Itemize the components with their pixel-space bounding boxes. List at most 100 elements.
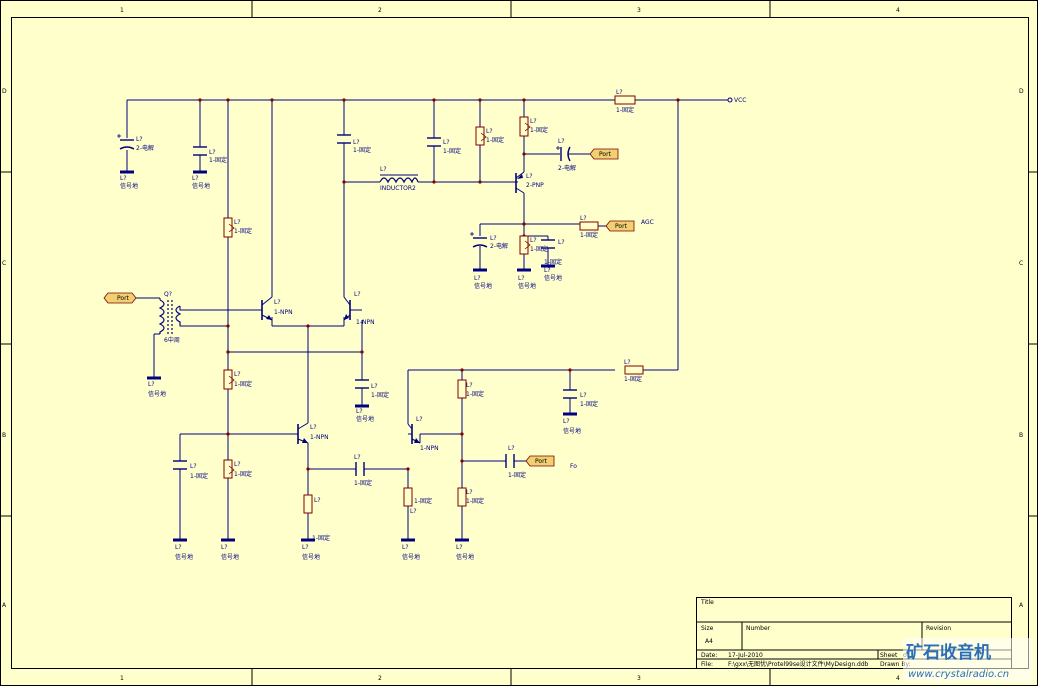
label-g3-ref: L?: [474, 275, 481, 282]
title-block-text: Title Size A4 Number Revision Date: 17-J…: [700, 599, 951, 668]
label-r10-ref: L?: [410, 508, 417, 515]
label-r8-ref: L?: [234, 461, 241, 468]
label-g3-val: 信号地: [474, 282, 492, 290]
label-g10-val: 信号地: [221, 553, 239, 561]
label-g11-ref: L?: [302, 544, 309, 551]
label-c11-val: 1-固定: [508, 471, 526, 479]
resistor-bias-top: [223, 217, 233, 238]
vcc-terminal-icon: [727, 97, 733, 103]
wires: [126, 99, 728, 540]
label-r4-val: 1-固定: [580, 231, 598, 239]
label-g4-ref: L?: [518, 275, 525, 282]
resistor-q3-emitter: [303, 494, 313, 514]
label-r12-val: 1-固定: [466, 497, 484, 505]
tb-title-label: Title: [700, 599, 714, 606]
label-r3-val: 1-固定: [616, 106, 634, 114]
resistor-pnp-collector: [519, 235, 529, 255]
label-c5-val: 2-电解: [558, 164, 576, 172]
watermark-url: www.crystalradio.cn: [908, 669, 1009, 680]
label-r1-val: 1-固定: [486, 136, 504, 144]
agc-label: AGC: [641, 219, 654, 226]
label-g9-ref: L?: [175, 544, 182, 551]
resistor-vcc-feed: [614, 95, 636, 105]
label-r1-ref: L?: [486, 128, 493, 135]
zone-col-4-bottom: 4: [896, 675, 900, 682]
label-g6-val: 信号地: [148, 390, 166, 398]
zone-row-d-left: D: [2, 88, 7, 95]
label-r11-ref: L?: [466, 382, 473, 389]
label-g5-val: 信号地: [544, 274, 562, 282]
label-g7-val: 信号地: [356, 415, 374, 423]
zone-col-4-top: 4: [896, 7, 900, 14]
label-q4-ref: L?: [416, 416, 423, 423]
label-g13-val: 信号地: [456, 553, 474, 561]
label-r10-val: 1-固定: [414, 497, 432, 505]
zone-col-3-top: 3: [637, 7, 641, 14]
zone-row-a-left: A: [2, 602, 7, 609]
label-g2-ref: L?: [192, 175, 199, 182]
label-g1-ref: L?: [120, 175, 127, 182]
label-c3-val: 1-固定: [353, 146, 371, 154]
resistor-b-feed: [624, 365, 644, 375]
label-r6-val: 1-固定: [234, 227, 252, 235]
tb-number-label: Number: [746, 625, 771, 632]
tb-drawn-label: Drawn By:: [880, 661, 911, 668]
port-fo: Port: [525, 455, 555, 467]
label-r7-ref: L?: [234, 371, 241, 378]
label-r2-val: 1-固定: [530, 126, 548, 134]
label-c8-val: 1-固定: [371, 391, 389, 399]
label-q1-val: 1-NPN: [274, 309, 293, 316]
label-c12-val: 1-固定: [580, 400, 598, 408]
label-c1-ref: L?: [136, 136, 143, 143]
label-g12-val: 信号地: [402, 553, 420, 561]
label-r8-val: 1-固定: [234, 470, 252, 478]
label-c6-val: 2-电解: [490, 242, 508, 250]
tb-date-label: Date:: [701, 652, 717, 659]
transistor-arrows: [266, 174, 523, 443]
label-g12-ref: L?: [402, 544, 409, 551]
label-g4-val: 信号地: [518, 282, 536, 290]
tb-sheet-label: Sheet: [880, 652, 898, 659]
label-g9-val: 信号地: [175, 553, 193, 561]
label-r2-ref: L?: [530, 118, 537, 125]
label-c7-val: 1-固定: [544, 258, 562, 266]
label-t1-val: 6中周: [164, 336, 180, 344]
component-labels: L? 2-电解 L? 信号地 L? 1-固定 L? 信号地 L? 1-固定 L?…: [120, 89, 642, 561]
tb-file-value: F:\gxx\无图忧\Protel99se设计文件\MyDesign.ddb: [728, 660, 869, 668]
label-r3-ref: L?: [616, 89, 623, 96]
label-c7-ref: L?: [558, 239, 565, 246]
resistor-arrows: [228, 122, 531, 475]
if-transformer: [158, 299, 182, 336]
label-q2-ref: L?: [354, 291, 361, 298]
label-c10-ref: L?: [354, 454, 361, 461]
label-r5-ref: L?: [530, 237, 537, 244]
zone-col-3-bottom: 3: [637, 675, 641, 682]
label-r13-ref: L?: [624, 359, 631, 366]
label-r4-ref: L?: [580, 215, 587, 222]
label-c4-ref: L?: [443, 139, 450, 146]
resistor-q4-collector: [457, 379, 467, 399]
label-g11-val: 信号地: [302, 553, 320, 561]
port-agc-label: Port: [615, 223, 628, 230]
label-c9-ref: L?: [190, 463, 197, 470]
label-t1-ref: Q?: [164, 291, 172, 298]
plus-marks: [117, 134, 560, 236]
zone-row-b-right: B: [1019, 432, 1023, 439]
label-g1-val: 信号地: [120, 182, 138, 190]
label-q2-val: 1-NPN: [356, 319, 375, 326]
zone-row-b-left: B: [2, 432, 6, 439]
fo-label: Fo: [570, 463, 577, 470]
electrolytic-capacitors: [119, 139, 571, 248]
label-q3-val: 1-NPN: [310, 434, 329, 441]
tb-file-label: File:: [701, 661, 713, 668]
label-g6-ref: L?: [148, 381, 155, 388]
watermark: 矿石收音机 www.crystalradio.cn: [903, 638, 1033, 682]
label-r13-val: 1-固定: [624, 375, 642, 383]
label-c12-ref: L?: [580, 392, 587, 399]
label-g13-ref: L?: [456, 544, 463, 551]
port-pnp-output-label: Port: [599, 151, 612, 158]
label-g7-ref: L?: [356, 408, 363, 415]
tb-revision-label: Revision: [926, 625, 951, 632]
